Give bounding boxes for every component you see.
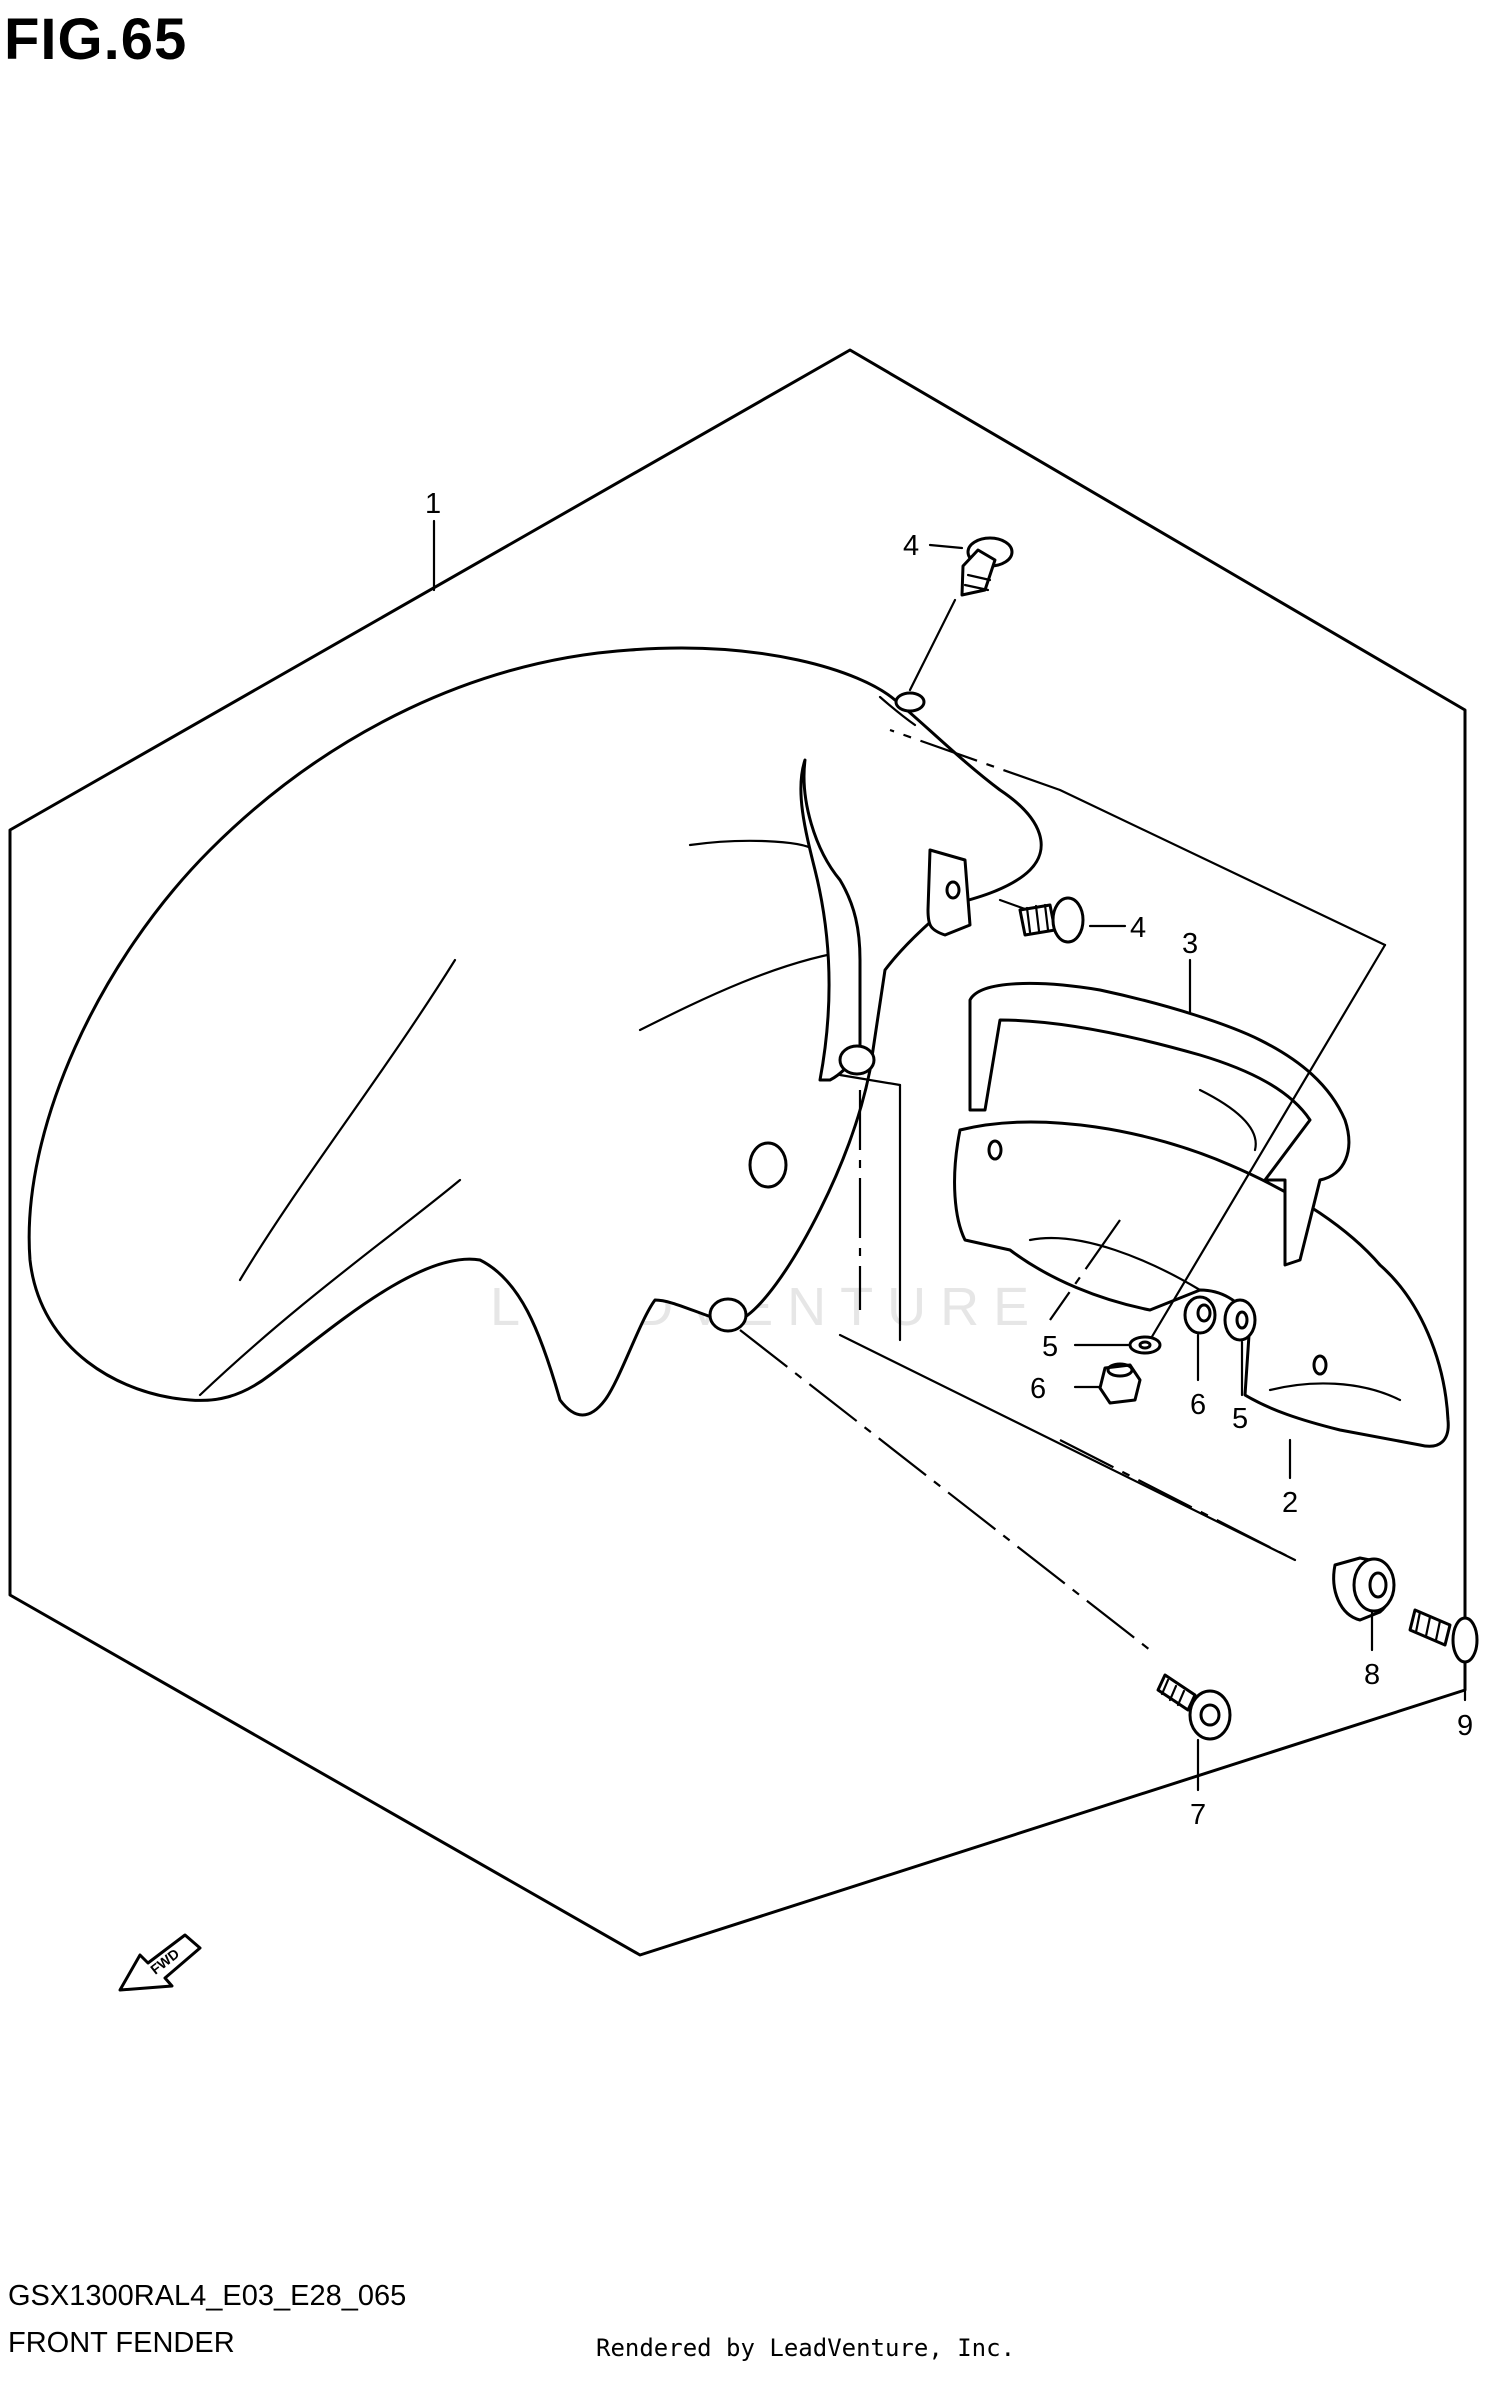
nut-6-left-icon <box>1098 1362 1142 1405</box>
mount-hole-icon <box>987 1139 1003 1161</box>
mount-hole-icon <box>894 691 926 713</box>
assembly-hexagon-outline <box>8 348 1467 1957</box>
mount-hole-icon <box>945 880 961 900</box>
callout-4-side: 4 <box>1130 912 1146 944</box>
fwd-arrow-icon: FWD <box>118 1933 202 1992</box>
mount-hole-icon <box>838 1044 876 1076</box>
callout-6-left: 6 <box>1030 1373 1046 1405</box>
callout-9: 9 <box>1457 1710 1473 1742</box>
mount-hole-icon <box>708 1297 748 1333</box>
mount-hole-icon <box>1312 1354 1328 1376</box>
grommet-8-icon <box>1332 1556 1396 1622</box>
inner-fender <box>953 1120 1450 1448</box>
callout-7: 7 <box>1190 1799 1206 1831</box>
reference-lines <box>739 598 1387 1651</box>
mount-hole-icon <box>748 1141 788 1189</box>
bolt-4-upper-icon <box>960 536 1014 597</box>
callout-5-right: 5 <box>1232 1403 1248 1435</box>
callout-8: 8 <box>1364 1659 1380 1691</box>
figure-title: FIG.65 <box>4 7 188 72</box>
callout-1: 1 <box>425 488 441 520</box>
washer-5-left-icon <box>1128 1335 1162 1355</box>
bolt-7-icon <box>1156 1673 1232 1741</box>
callout-5-left: 5 <box>1042 1331 1058 1363</box>
fender-bracket <box>968 981 1351 1267</box>
callout-2: 2 <box>1282 1487 1298 1519</box>
bolt-4-side-icon <box>1018 896 1085 944</box>
model-code: GSX1300RAL4_E03_E28_065 <box>8 2280 407 2312</box>
rendered-by-credit: Rendered by LeadVenture, Inc. <box>596 2334 1016 2362</box>
figure-subtitle: FRONT FENDER <box>8 2327 235 2359</box>
callout-4-upper: 4 <box>903 530 919 562</box>
leader-lines <box>432 519 1467 1792</box>
callout-6-right: 6 <box>1190 1389 1206 1421</box>
washer-5-right-icon <box>1223 1298 1257 1342</box>
nut-6-right-icon <box>1183 1295 1217 1335</box>
callout-3: 3 <box>1182 928 1198 960</box>
bolt-9-icon <box>1408 1608 1479 1664</box>
front-fender-body <box>27 646 1043 1417</box>
